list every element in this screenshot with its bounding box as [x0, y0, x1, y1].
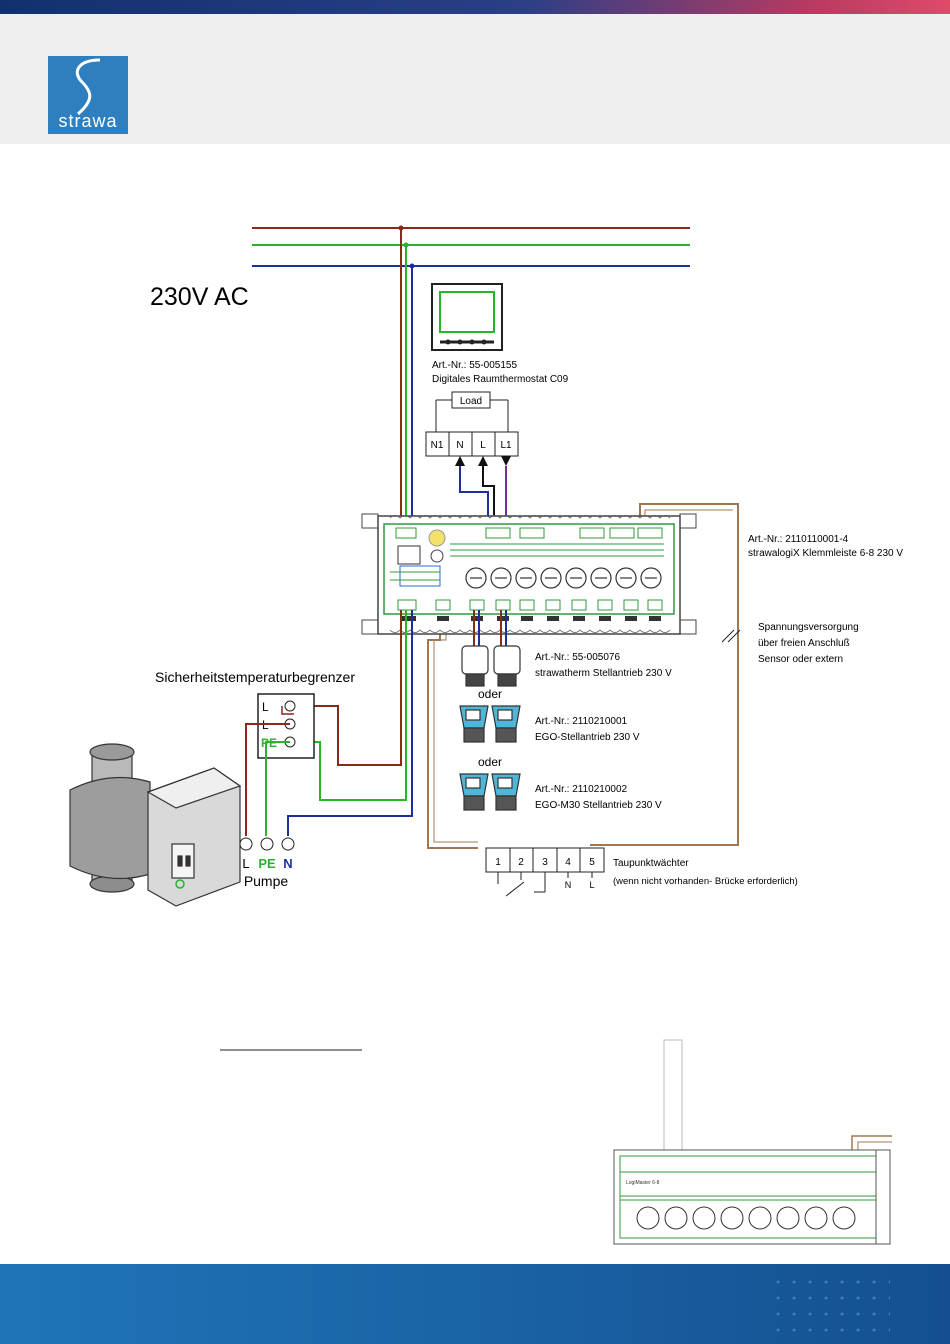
pump-label: Pumpe	[244, 873, 289, 889]
thermostat-terminal-L: L	[480, 440, 486, 451]
dewpoint-terminal-4: 4	[565, 857, 571, 868]
thermostat-terminal-L1: L1	[500, 440, 512, 451]
dewpoint-terminal-1: 1	[495, 857, 501, 868]
circulation-pump-illustration	[69, 743, 242, 907]
thermostat-article: Art.-Nr.: 55-005155	[432, 360, 517, 371]
strawa-logo: strawa	[48, 56, 128, 134]
supply-label: 230V AC	[150, 283, 249, 311]
actuator-3-article: Art.-Nr.: 2110210002	[535, 784, 628, 795]
actuator-strawatherm-pair	[461, 645, 521, 687]
limiter-terminal-L1: L	[262, 700, 269, 714]
actuator-1-article: Art.-Nr.: 55-005076	[535, 652, 620, 663]
actuator-3-name: EGO-M30 Stellantrieb 230 V	[535, 800, 662, 811]
load-label: Load	[460, 396, 482, 407]
power-note-line-2: über freien Anschluß	[758, 638, 850, 649]
power-note-line-3: Sensor oder extern	[758, 654, 843, 665]
actuator-ego-m30-pair	[459, 773, 521, 811]
pump-terminal-L: L	[242, 856, 249, 871]
actuator-2-article: Art.-Nr.: 2110210001	[535, 716, 628, 727]
dewpoint-note: (wenn nicht vorhanden- Brücke erforderli…	[613, 876, 798, 887]
logo-swirl-icon	[76, 58, 101, 116]
wiring-diagram: 230V AC Art.-Nr.: 55-005155 Digitales Ra…	[69, 225, 903, 1245]
terminal-strip-inset-image	[613, 1039, 892, 1245]
terminal-strip-board	[361, 513, 697, 635]
dewpoint-terminal-5: 5	[589, 857, 595, 868]
actuator-2-name: EGO-Stellantrieb 230 V	[535, 732, 640, 743]
dewpoint-terminal-3: 3	[542, 857, 548, 868]
actuator-ego-pair	[459, 705, 521, 743]
dewpoint-title: Taupunktwächter	[613, 858, 689, 869]
dewpoint-terminal-block	[485, 847, 605, 897]
pump-terminal-PE: PE	[258, 856, 276, 871]
dewpoint-bottom-N: N	[565, 880, 572, 890]
top-gradient-bar	[0, 0, 950, 14]
or-label-1: oder	[478, 687, 502, 701]
pump-terminal-N: N	[283, 856, 292, 871]
terminal-strip-name: strawalogiX Klemmleiste 6-8 230 V	[748, 548, 903, 559]
load-box	[451, 391, 491, 409]
or-label-2: oder	[478, 755, 502, 769]
header-band: strawa	[0, 14, 950, 144]
limiter-title: Sicherheitstemperaturbegrenzer	[155, 669, 355, 685]
inset-label: LogiMaster 6-8	[626, 1180, 660, 1186]
thermostat-terminal-block	[425, 431, 519, 457]
dewpoint-bottom-L: L	[589, 880, 594, 890]
thermostat-terminal-N1: N1	[431, 440, 444, 451]
actuator-1-name: strawatherm Stellantrieb 230 V	[535, 668, 672, 679]
power-note-line-1: Spannungsversorgung	[758, 622, 859, 633]
footer-band	[0, 1264, 950, 1344]
thermostat-terminal-N: N	[456, 440, 463, 451]
thermostat-name: Digitales Raumthermostat C09	[432, 374, 569, 385]
footer-dot-pattern	[770, 1274, 890, 1338]
terminal-strip-article: Art.-Nr.: 2110110001-4	[748, 534, 849, 545]
logo-text: strawa	[58, 111, 118, 131]
room-thermostat	[431, 283, 503, 351]
dewpoint-terminal-2: 2	[518, 857, 524, 868]
